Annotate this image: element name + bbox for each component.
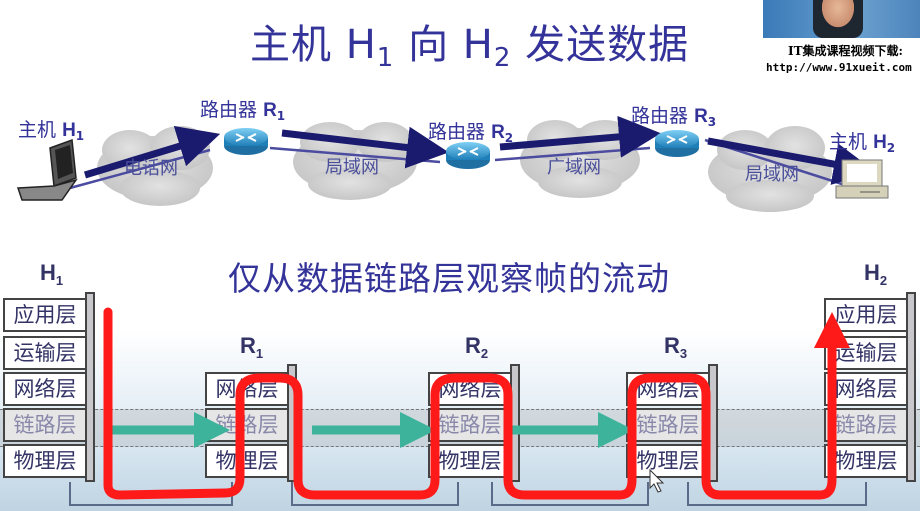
promo-text: IT集成课程视频下载: xyxy=(788,44,903,58)
layer-application: 应用层 xyxy=(3,298,87,332)
instructor-photo xyxy=(763,0,920,38)
cloud-label: 局域网 xyxy=(325,157,379,178)
stack-label-r3: R3 xyxy=(664,333,688,361)
stack-label-h1: H1 xyxy=(40,260,64,288)
data-flow-path xyxy=(103,307,850,500)
router2-label: 路由器 R2 xyxy=(428,121,514,145)
stack-label-h2: H2 xyxy=(864,260,888,288)
cloud-label: 局域网 xyxy=(745,164,799,185)
cloud-label: 广域网 xyxy=(547,157,601,178)
section-subtitle: 仅从数据链路层观察帧的流动 xyxy=(228,259,670,298)
host1-label: 主机 H1 xyxy=(18,119,85,143)
host2-label: 主机 H2 xyxy=(829,131,896,155)
promo-url[interactable]: http://www.91xueit.com xyxy=(766,61,912,74)
instructor-promo: IT集成课程视频下载: http://www.91xueit.com xyxy=(760,0,920,80)
page-title: 主机 H1 向 H2 发送数据 xyxy=(250,22,690,73)
router3-label: 路由器 R3 xyxy=(631,105,717,129)
router-icon xyxy=(655,130,699,157)
layer-link: 链路层 xyxy=(824,408,908,442)
laptop-icon xyxy=(16,138,78,201)
layer-network: 网络层 xyxy=(824,372,908,406)
layer-physical: 物理层 xyxy=(205,444,289,478)
router1-label: 路由器 R1 xyxy=(200,99,286,123)
layer-physical: 物理层 xyxy=(428,444,512,478)
router-icon xyxy=(224,128,268,155)
stack-label-r2: R2 xyxy=(465,333,489,361)
layer-network: 网络层 xyxy=(3,372,87,406)
layer-transport: 运输层 xyxy=(3,336,87,370)
cloud-label: 电话网 xyxy=(124,158,178,179)
layer-link: 链路层 xyxy=(626,408,710,442)
router-icon xyxy=(446,142,490,169)
layer-physical: 物理层 xyxy=(626,444,710,478)
layer-link: 链路层 xyxy=(3,408,87,442)
data-path-arrows xyxy=(83,115,876,185)
layer-network: 网络层 xyxy=(205,372,289,406)
stack-label-r1: R1 xyxy=(240,333,264,361)
mouse-cursor-icon xyxy=(649,468,665,493)
desktop-icon xyxy=(835,159,889,199)
layer-physical: 物理层 xyxy=(3,444,87,478)
layer-physical: 物理层 xyxy=(824,444,908,478)
